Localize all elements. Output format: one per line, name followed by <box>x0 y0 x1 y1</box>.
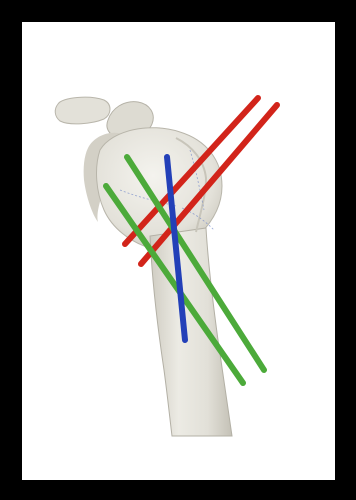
acromion-fragment <box>55 97 110 124</box>
